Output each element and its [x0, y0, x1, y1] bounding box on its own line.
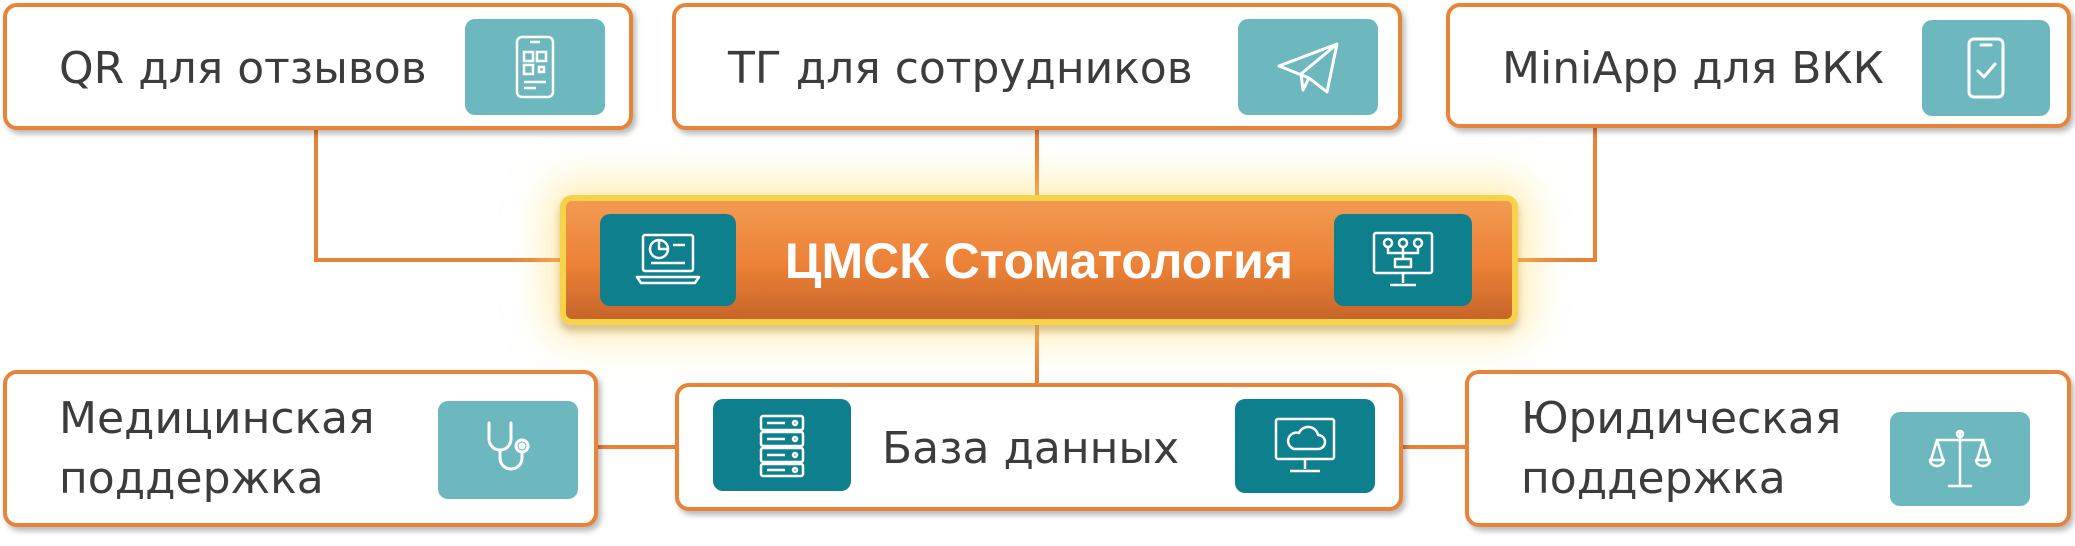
phone-check-icon	[1922, 20, 2050, 116]
node-database: База данных	[675, 383, 1403, 511]
laptop-chart-icon	[600, 214, 736, 306]
qr-phone-icon	[465, 19, 605, 115]
node-miniapp-vkk-label: MiniApp для ВКК	[1502, 43, 1884, 94]
node-database-label: База данных	[882, 423, 1180, 474]
cloud-monitor-icon	[1235, 399, 1375, 493]
monitor-network-icon	[1334, 214, 1472, 306]
connector-qr	[314, 130, 560, 262]
node-legal-support-label: Юридическая поддержка	[1521, 393, 1842, 504]
node-tg-employees: ТГ для сотрудников	[672, 3, 1402, 130]
node-qr-reviews: QR для отзывов	[3, 3, 633, 130]
server-icon	[713, 399, 851, 491]
node-medical-support-label: Медицинская поддержка	[59, 393, 375, 504]
node-tg-employees-label: ТГ для сотрудников	[728, 43, 1193, 94]
node-legal-support: Юридическая поддержка	[1465, 370, 2071, 527]
node-miniapp-vkk: MiniApp для ВКК	[1446, 3, 2071, 128]
central-node: ЦМСК Стоматология	[560, 195, 1518, 325]
node-qr-reviews-label: QR для отзывов	[59, 43, 427, 94]
node-medical-support: Медицинская поддержка	[3, 370, 598, 527]
scales-icon	[1890, 412, 2030, 506]
stethoscope-icon	[438, 401, 578, 499]
telegram-icon	[1238, 19, 1378, 115]
central-title: ЦМСК Стоматология	[784, 233, 1294, 289]
connector-miniapp	[1518, 128, 1597, 262]
